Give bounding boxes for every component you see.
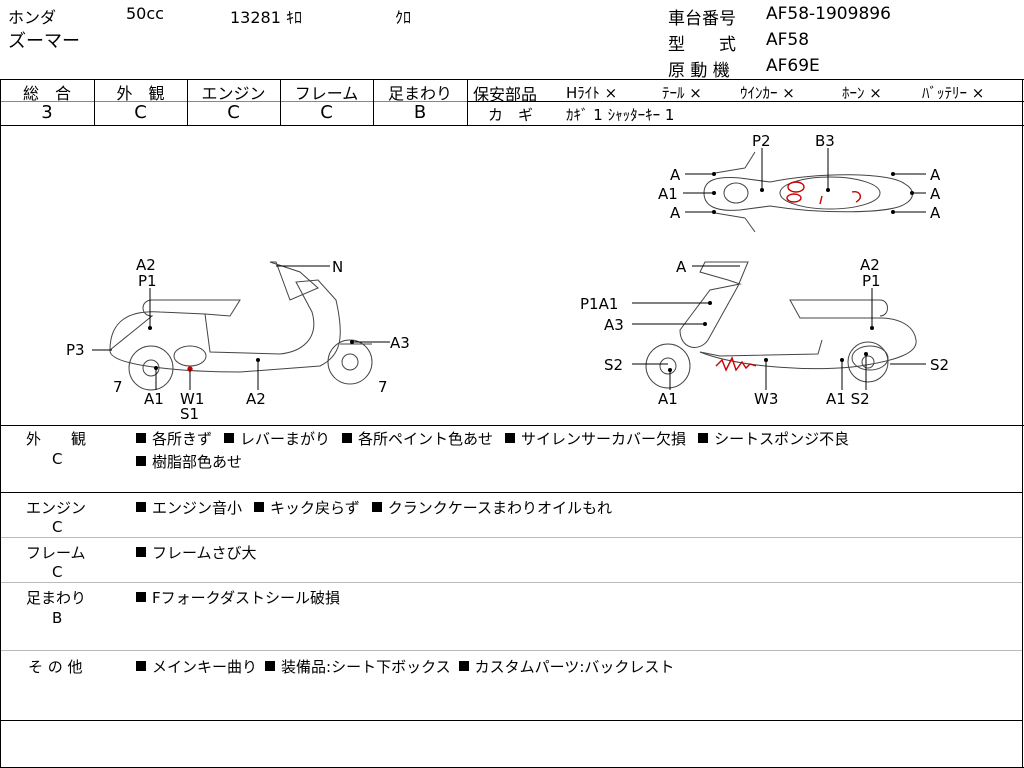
grade-exterior-value: C bbox=[134, 102, 147, 123]
key-label: カ ギ bbox=[488, 106, 534, 124]
label-right-a2: A2 bbox=[860, 256, 880, 274]
type-value: AF58 bbox=[766, 30, 810, 50]
label-right-w3: W3 bbox=[754, 390, 778, 408]
label-left-p3: P3 bbox=[66, 341, 85, 359]
label-left-a2: A2 bbox=[136, 256, 156, 274]
desc-suspension-label: 足まわり bbox=[26, 589, 87, 607]
label-right-s2b: S2 bbox=[930, 356, 949, 374]
model-name: ズーマー bbox=[8, 31, 80, 52]
damage-diagram: P2 B3 A A1 A A A A A2 P1 N P3 A3 7 7 A1 … bbox=[66, 132, 949, 423]
safety-item-horn: ﾎｰﾝ × bbox=[842, 84, 882, 102]
grade-engine-value: C bbox=[227, 102, 240, 123]
maker: ホンダ bbox=[8, 8, 57, 27]
grade-overall-label: 総 合 bbox=[22, 84, 71, 103]
label-right-p1a1: P1A1 bbox=[580, 295, 618, 313]
desc-frame-grade: C bbox=[52, 563, 63, 581]
label-top-a1-l: A1 bbox=[658, 185, 678, 203]
desc-exterior-line1: 各所きずレバーまがり各所ペイント色あせサイレンサーカバー欠損シートスポンジ不良 bbox=[136, 428, 861, 449]
label-left-n: N bbox=[332, 258, 343, 276]
label-top-a-r3: A bbox=[930, 204, 941, 222]
desc-exterior-line2: 樹脂部色あせ bbox=[136, 451, 254, 472]
label-right-p1: P1 bbox=[862, 272, 881, 290]
grade-frame-value: C bbox=[320, 102, 333, 123]
damage-marks bbox=[187, 181, 862, 372]
desc-exterior-label: 外 観 bbox=[26, 430, 87, 448]
desc-engine-line1: エンジン音小キック戻らずクランクケースまわりオイルもれ bbox=[136, 497, 624, 518]
desc-other-label: そ の 他 bbox=[28, 658, 83, 676]
label-left-w1: W1 bbox=[180, 390, 204, 408]
desc-other-line1: メインキー曲り装備品:シート下ボックスカスタムパーツ:バックレスト bbox=[136, 656, 686, 677]
safety-item-winker: ｳｲﾝｶｰ × bbox=[740, 84, 795, 102]
label-top-a-r2: A bbox=[930, 185, 941, 203]
grade-exterior-label: 外 観 bbox=[116, 84, 165, 103]
label-top-a-r1: A bbox=[930, 166, 941, 184]
engine-value: AF69E bbox=[766, 56, 820, 76]
top-view-scooter bbox=[703, 151, 913, 233]
label-left-a2b: A2 bbox=[246, 390, 266, 408]
right-side-scooter bbox=[645, 261, 917, 389]
desc-frame-label: フレーム bbox=[26, 544, 86, 562]
label-left-7b: 7 bbox=[378, 378, 388, 396]
label-top-p2: P2 bbox=[752, 132, 771, 150]
safety-item-headlight: Hﾗｲﾄ × bbox=[566, 84, 618, 102]
label-right-s2a: S2 bbox=[604, 356, 623, 374]
body-color: ｸﾛ bbox=[395, 8, 412, 27]
desc-frame-line1: フレームさび大 bbox=[136, 542, 269, 563]
desc-engine-grade: C bbox=[52, 518, 63, 536]
label-left-a1: A1 bbox=[144, 390, 164, 408]
safety-label: 保安部品 bbox=[473, 85, 538, 104]
desc-engine-label: エンジン bbox=[26, 499, 87, 517]
label-top-a-l2: A bbox=[670, 204, 681, 222]
grade-frame-label: フレーム bbox=[294, 84, 359, 103]
grade-overall-value: 3 bbox=[41, 102, 53, 123]
safety-item-tail: ﾃｰﾙ × bbox=[662, 84, 702, 102]
grade-engine-label: エンジン bbox=[201, 84, 266, 103]
label-top-b3: B3 bbox=[815, 132, 835, 150]
engine-label: 原 動 機 bbox=[668, 61, 730, 81]
grade-suspension-label: 足まわり bbox=[387, 84, 452, 103]
desc-suspension-grade: B bbox=[52, 609, 63, 627]
label-top-a-l1: A bbox=[670, 166, 681, 184]
label-right-a: A bbox=[676, 258, 687, 276]
frame-no: AF58-1909896 bbox=[766, 4, 891, 24]
label-left-7a: 7 bbox=[113, 378, 123, 396]
label-left-s1: S1 bbox=[180, 405, 199, 423]
label-right-a3: A3 bbox=[604, 316, 624, 334]
desc-suspension-line1: Fフォークダストシール破損 bbox=[136, 587, 352, 608]
frame-no-label: 車台番号 bbox=[668, 9, 736, 29]
grade-suspension-value: B bbox=[413, 102, 427, 123]
mileage: 13281 ｷﾛ bbox=[230, 8, 302, 27]
key-value: ｶｷﾞ 1 ｼｬｯﾀｰｷｰ 1 bbox=[566, 106, 675, 124]
safety-item-battery: ﾊﾞｯﾃﾘｰ × bbox=[922, 84, 985, 102]
desc-exterior-grade: C bbox=[52, 450, 63, 468]
label-left-a3: A3 bbox=[390, 334, 410, 352]
type-label: 型 式 bbox=[668, 35, 736, 55]
displacement: 50cc bbox=[126, 4, 164, 23]
label-right-a1s2: A1 S2 bbox=[826, 390, 870, 408]
label-right-a1: A1 bbox=[658, 390, 678, 408]
label-left-p1: P1 bbox=[138, 272, 157, 290]
